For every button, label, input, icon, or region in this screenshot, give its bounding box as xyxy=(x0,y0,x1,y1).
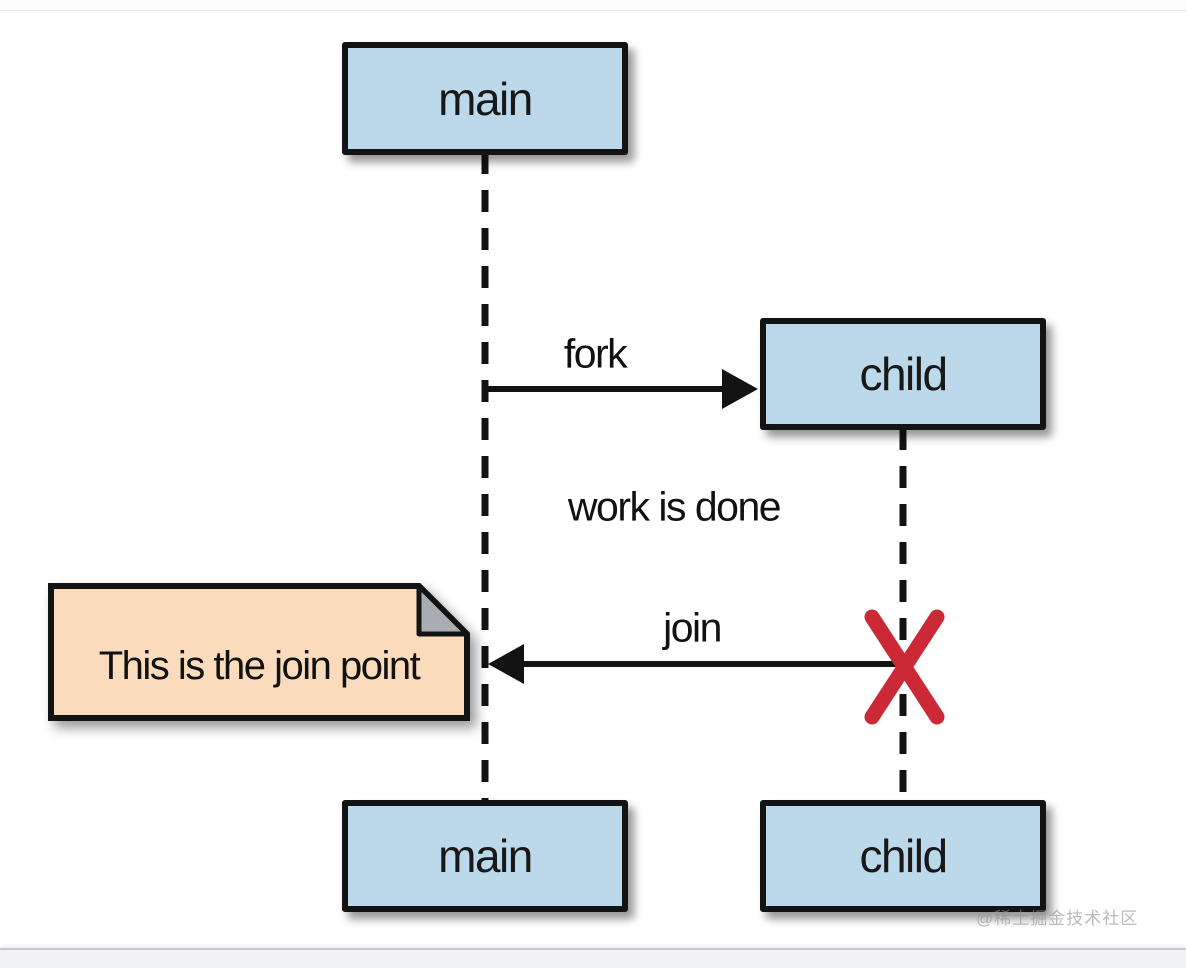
work-status-label: work is done xyxy=(567,483,782,530)
join-message-label: join xyxy=(663,604,722,651)
note-fold-corner-icon xyxy=(416,583,470,637)
actor-box-child-top: child xyxy=(760,318,1046,430)
fork-arrow xyxy=(488,369,758,409)
actor-label-child-bottom: child xyxy=(859,830,948,882)
actor-box-child-bottom: child xyxy=(760,800,1046,912)
top-band xyxy=(0,0,1186,11)
join-arrow xyxy=(488,644,898,684)
actor-box-main-top: main xyxy=(342,42,628,155)
fork-message-label: fork xyxy=(563,330,628,377)
fork-arrowhead-icon xyxy=(722,369,758,409)
actor-label-main-top: main xyxy=(438,72,533,125)
bottom-strip xyxy=(0,948,1186,968)
note-shape xyxy=(48,583,470,721)
join-arrowhead-icon xyxy=(488,644,524,684)
actor-label-child-top: child xyxy=(859,348,948,400)
actor-box-main-bottom: main xyxy=(342,800,628,912)
note-text: This is the join point xyxy=(98,643,421,688)
note-box: This is the join point xyxy=(47,582,471,722)
watermark: @稀土掘金技术社区 xyxy=(976,909,1139,928)
terminate-x-icon xyxy=(864,609,945,725)
actor-label-main-bottom: main xyxy=(438,830,533,882)
